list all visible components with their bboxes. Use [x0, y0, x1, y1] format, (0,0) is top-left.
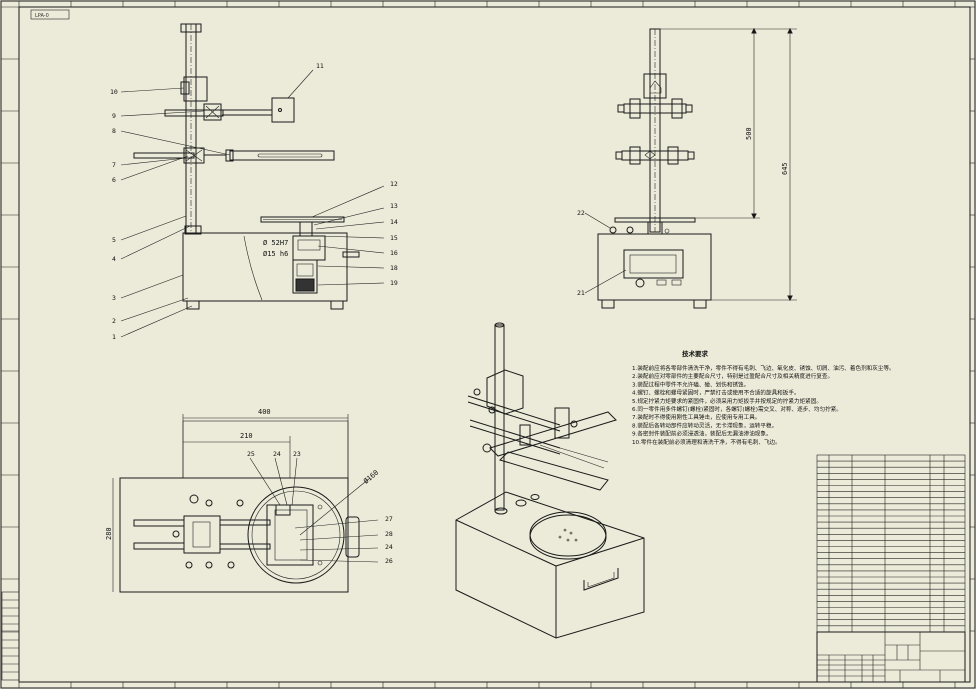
title-block	[816, 631, 966, 683]
tech-note: 1.装配前应将各零部件清洗干净，零件不得有毛刺、飞边、氧化皮、锈蚀、切屑、油污、…	[632, 364, 895, 372]
tech-note: 2.装配前应对零部件的主要配合尺寸，特别是过盈配合尺寸及相关精度进行复查。	[632, 372, 833, 380]
right-part-label: 15	[390, 234, 398, 242]
front-part-label: 8	[112, 127, 116, 135]
front-part-label: 7	[112, 161, 116, 169]
dim-inner-width: 210	[240, 432, 253, 440]
right-part-label: 19	[390, 279, 398, 287]
dim-diameter: Ø160	[362, 469, 380, 486]
tech-note: 8.装配后各转动部件应转动灵活，无卡滞现象，运转平稳。	[632, 421, 777, 429]
top-part-label: 24	[273, 450, 281, 458]
dim-top-width: 400	[258, 408, 271, 416]
corner-label: LPA-0	[35, 13, 49, 19]
dim-bore: Ø 52H7	[263, 239, 288, 247]
front-part-label: 2	[112, 317, 116, 325]
front-part-label: 4	[112, 255, 116, 263]
top-part-label: 23	[293, 450, 301, 458]
front-part-label: 6	[112, 176, 116, 184]
technical-requirements: 技术要求 1.装配前应将各零部件清洗干净，零件不得有毛刺、飞边、氧化皮、锈蚀、切…	[632, 349, 895, 446]
tech-note: 10.零件在装配前必须清理和清洗干净，不得有毛刺、飞边。	[632, 438, 781, 446]
front-part-label: 5	[112, 236, 116, 244]
isometric-view	[455, 322, 645, 639]
front-part-label: 9	[112, 112, 116, 120]
right-part-label: 11	[316, 62, 324, 70]
inner-border	[18, 6, 971, 683]
right-part-label: 18	[390, 264, 398, 272]
front-part-label: 1	[112, 333, 116, 341]
corner-label-box	[30, 9, 70, 20]
parts-list	[816, 454, 966, 633]
right-part-label: 13	[390, 202, 398, 210]
dim-height-post: 500	[745, 127, 753, 140]
tech-note: 5.规定拧紧力矩要求的紧固件，必须采用力矩扳手并按规定的拧紧力矩紧固。	[632, 397, 822, 405]
side-view: 645 500 22 21	[577, 27, 797, 309]
front-part-label: 10	[110, 88, 118, 96]
side-part-label: 21	[577, 289, 585, 297]
right-part-label: 16	[390, 249, 398, 257]
tech-note: 4.螺钉、螺栓和螺母紧固时，严禁打击或使用不合适的旋具和扳手。	[632, 389, 800, 397]
top-part-label: 28	[385, 530, 393, 538]
side-part-label: 22	[577, 209, 585, 217]
tech-note: 6.同一零件用多件螺钉(螺栓)紧固时，各螺钉(螺栓)需交叉、对称、逐步、均匀拧紧…	[632, 405, 842, 413]
tech-req-title: 技术要求	[682, 349, 709, 358]
right-part-label: 20	[390, 0, 398, 2]
top-part-label: 27	[385, 515, 393, 523]
revision-table	[1, 591, 20, 681]
front-part-label: 3	[112, 294, 116, 302]
tech-note: 7.装配时不得使用刚性工具锤击，应使用专用工具。	[632, 413, 760, 421]
top-part-label: 25	[247, 450, 255, 458]
right-part-label: 14	[390, 218, 398, 226]
tech-note: 9.各密封件装配前必须浸透油，装配后无漏油渗油现象。	[632, 430, 772, 438]
dim-height-total: 645	[781, 162, 789, 175]
top-part-label: 26	[385, 557, 393, 565]
dim-depth: 280	[105, 527, 113, 540]
top-view: 400 210 280	[105, 408, 393, 593]
front-view: Ø 52H7 Ø15 h6 10 9 8 7 6 5 4 3 2 1 11 12 13	[110, 0, 398, 341]
right-part-label: 12	[390, 180, 398, 188]
dim-shaft: Ø15 h6	[263, 250, 288, 258]
top-part-label: 24	[385, 543, 393, 551]
tech-note: 3.装配过程中零件不允许磕、碰、划伤和锈蚀。	[632, 380, 749, 388]
